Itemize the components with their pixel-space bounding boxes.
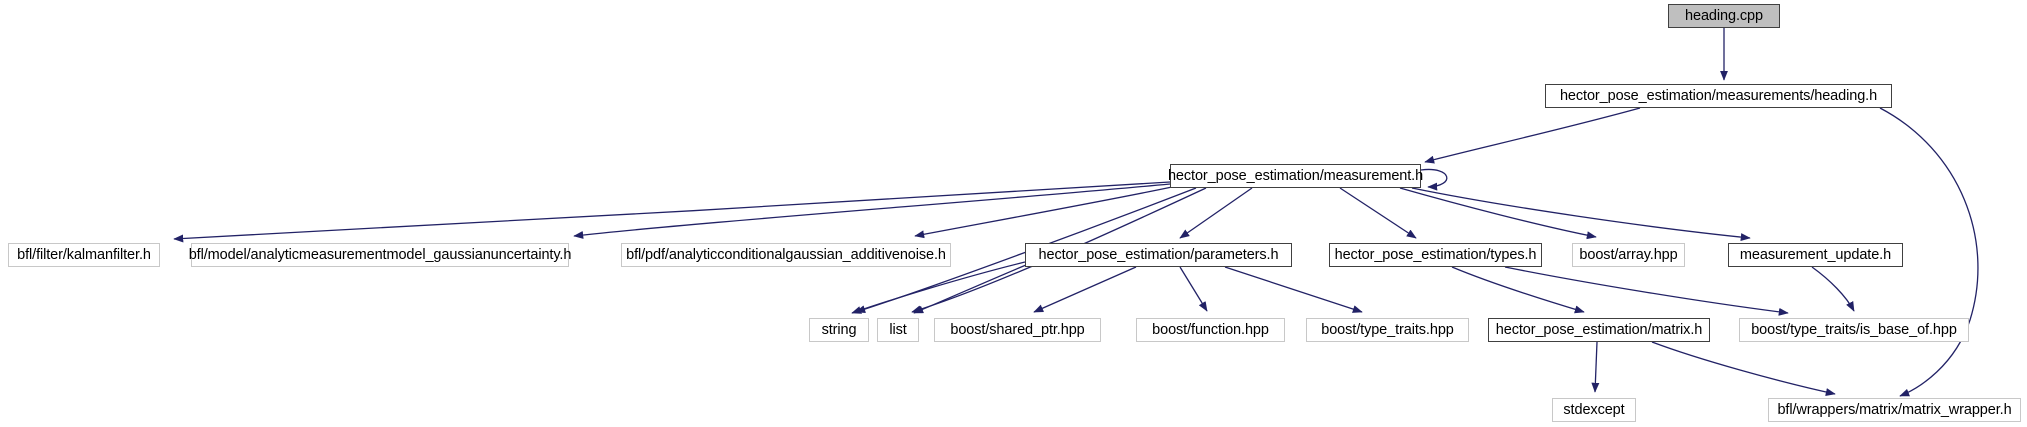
edge-measurement-h-to-boost-array [1399, 187, 1597, 240]
edge-measurement-h-to-types [1339, 187, 1417, 239]
graph-node[interactable]: hector_pose_estimation/measurements/head… [1545, 84, 1892, 108]
graph-node-label: measurement_update.h [1739, 247, 1892, 263]
edge-matrix-to-matrix-wrapper [1651, 341, 1836, 396]
graph-node-label: bfl/filter/kalmanfilter.h [17, 247, 151, 263]
graph-node[interactable]: measurement_update.h [1728, 243, 1903, 267]
graph-node[interactable]: boost/array.hpp [1572, 243, 1685, 267]
graph-node-label: boost/function.hpp [1152, 322, 1269, 338]
graph-node[interactable]: list [877, 318, 919, 342]
graph-node[interactable]: hector_pose_estimation/types.h [1329, 243, 1542, 267]
graph-node-label: boost/array.hpp [1579, 247, 1678, 263]
graph-node[interactable]: bfl/filter/kalmanfilter.h [8, 243, 160, 267]
graph-node-label: stdexcept [1563, 402, 1625, 418]
graph-node-label: boost/shared_ptr.hpp [950, 322, 1085, 338]
edge-measurement-h-to-kalmanfilter [173, 181, 1171, 243]
edge-matrix-to-stdexcept [1591, 341, 1600, 393]
graph-node-label: string [821, 322, 857, 338]
graph-node[interactable]: boost/type_traits/is_base_of.hpp [1739, 318, 1969, 342]
graph-node[interactable]: bfl/wrappers/matrix/matrix_wrapper.h [1768, 398, 2021, 422]
graph-node-label: hector_pose_estimation/measurement.h [1167, 168, 1424, 184]
edge-types-to-is-base-of [1504, 266, 1789, 316]
edge-heading-h-to-matrix-wrapper [1879, 107, 1979, 397]
graph-node-label: boost/type_traits.hpp [1321, 322, 1454, 338]
edge-parameters-to-boost-shared-ptr [1033, 266, 1137, 313]
graph-node[interactable]: hector_pose_estimation/parameters.h [1025, 243, 1292, 267]
graph-node[interactable]: hector_pose_estimation/matrix.h [1488, 318, 1710, 342]
graph-node[interactable]: heading.cpp [1668, 4, 1780, 28]
graph-node[interactable]: bfl/model/analyticmeasurementmodel_gauss… [188, 243, 572, 267]
graph-node-label: boost/type_traits/is_base_of.hpp [1751, 322, 1957, 338]
graph-node-label: bfl/pdf/analyticconditionalgaussian_addi… [626, 247, 946, 263]
graph-node[interactable]: string [809, 318, 869, 342]
graph-node-label: bfl/wrappers/matrix/matrix_wrapper.h [1777, 402, 2012, 418]
edge-measurement-h-to-parameters [1179, 187, 1253, 239]
graph-node[interactable]: stdexcept [1552, 398, 1636, 422]
graph-node-label: bfl/model/analyticmeasurementmodel_gauss… [188, 247, 572, 263]
graph-node-label: hector_pose_estimation/types.h [1334, 247, 1537, 263]
graph-node-label: hector_pose_estimation/matrix.h [1495, 322, 1703, 338]
graph-node[interactable]: boost/type_traits.hpp [1306, 318, 1469, 342]
edge-parameters-to-boost-type-traits [1224, 266, 1363, 313]
edge-parameters-to-string [851, 261, 1026, 314]
edge-measurement-update-to-is-base-of [1811, 266, 1855, 312]
graph-node[interactable]: hector_pose_estimation/measurement.h [1167, 164, 1424, 188]
graph-node-label: hector_pose_estimation/measurements/head… [1559, 88, 1878, 104]
graph-node-label: hector_pose_estimation/parameters.h [1038, 247, 1279, 263]
graph-node-label: heading.cpp [1685, 8, 1763, 24]
edge-measurement-h-to-measurement-update [1411, 187, 1751, 242]
graph-node[interactable]: boost/shared_ptr.hpp [934, 318, 1101, 342]
edge-measurement-h-to-analyticmeasurementmodel [573, 183, 1171, 239]
edge-parameters-to-boost-function [1179, 266, 1208, 312]
graph-node[interactable]: boost/function.hpp [1136, 318, 1285, 342]
graph-node[interactable]: bfl/pdf/analyticconditionalgaussian_addi… [621, 243, 951, 267]
edge-parameters-to-list [913, 264, 1027, 314]
edge-types-to-matrix [1451, 266, 1585, 314]
edge-measurement-h-to-analyticconditionalgaussian [914, 186, 1173, 239]
edge-measurement-h-self-loop [1420, 168, 1448, 191]
edge-heading-h-to-measurement-h [1424, 107, 1641, 164]
graph-node-label: list [889, 322, 907, 338]
